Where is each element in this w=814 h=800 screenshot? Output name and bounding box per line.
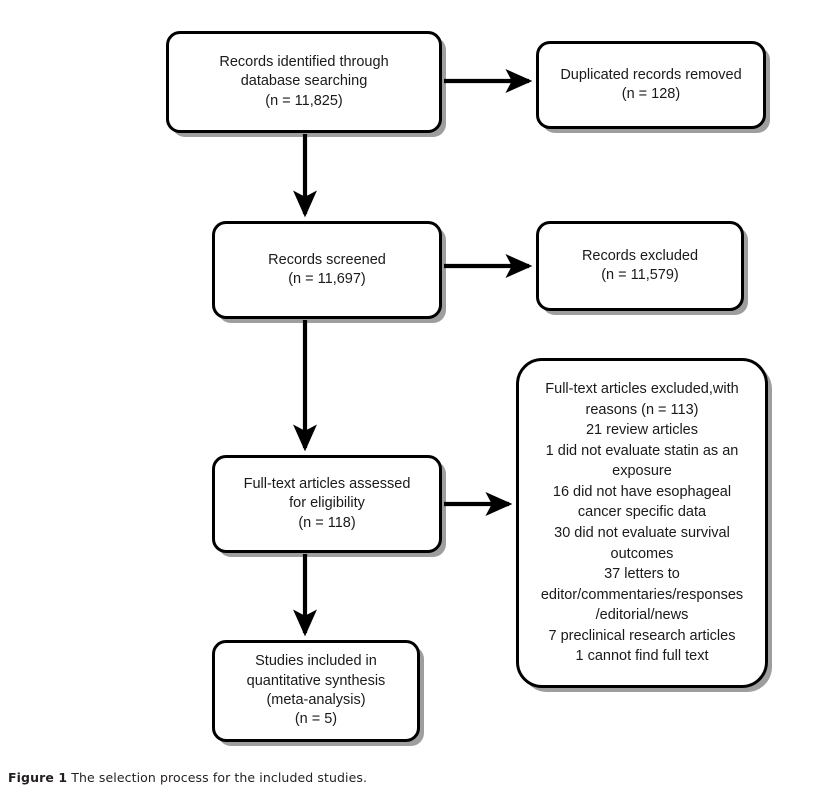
node-records-excluded: Records excluded (n = 11,579): [536, 221, 744, 311]
node-duplicated-records-removed-label: Duplicated records removed (n = 128): [560, 66, 742, 102]
figure-caption-text: The selection process for the included s…: [71, 770, 368, 785]
figure-caption: Figure 1 The selection process for the i…: [8, 770, 367, 785]
node-records-excluded-label: Records excluded (n = 11,579): [581, 247, 699, 283]
node-fulltext-assessed-label: Full-text articles assessed for eligibil…: [243, 476, 411, 531]
figure-caption-label: Figure 1: [8, 770, 68, 785]
node-fulltext-assessed: Full-text articles assessed for eligibil…: [212, 455, 442, 553]
node-fulltext-excluded-with-reasons: Full-text articles excluded,with reasons…: [516, 358, 768, 688]
node-records-identified-label: Records identified through database sear…: [219, 54, 389, 109]
node-records-screened-label: Records screened (n = 11,697): [268, 251, 386, 287]
node-studies-included: Studies included in quantitative synthes…: [212, 640, 420, 742]
node-records-identified: Records identified through database sear…: [166, 31, 442, 133]
node-records-screened: Records screened (n = 11,697): [212, 221, 442, 319]
node-fulltext-excluded-with-reasons-label: Full-text articles excluded,with reasons…: [540, 380, 744, 665]
node-studies-included-label: Studies included in quantitative synthes…: [246, 653, 386, 728]
node-duplicated-records-removed: Duplicated records removed (n = 128): [536, 41, 766, 129]
